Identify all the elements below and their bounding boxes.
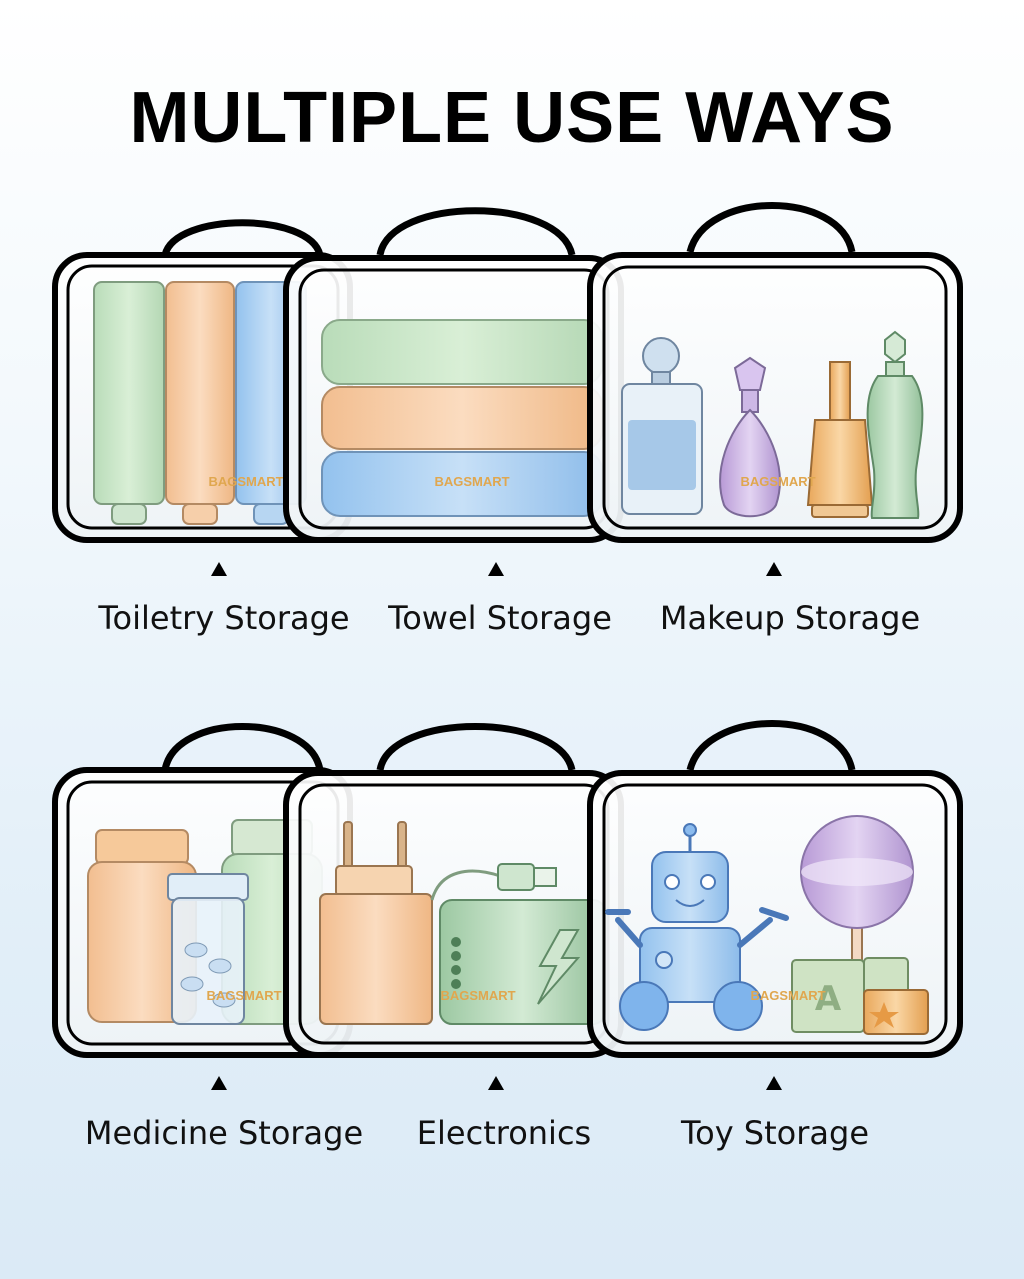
caption-toiletry: Toiletry Storage [98, 599, 350, 637]
brand-watermark: BAGSMART [750, 988, 825, 1003]
perfume-amber [806, 361, 874, 518]
arrow-up-icon [211, 562, 227, 576]
brand-watermark: BAGSMART [440, 988, 515, 1003]
perfume-square [621, 337, 703, 515]
usb-plug [497, 863, 557, 891]
towel-green [321, 319, 603, 385]
wall-charger [319, 821, 433, 1025]
arrow-up-icon [488, 1076, 504, 1090]
pill-bottle-orange [87, 829, 197, 1023]
lollipop-toy [800, 815, 914, 971]
caption-toy: Toy Storage [681, 1114, 869, 1152]
caption-electronics: Electronics [416, 1114, 592, 1152]
caption-medicine: Medicine Storage [84, 1114, 364, 1152]
brand-watermark: BAGSMART [208, 474, 283, 489]
power-bank [439, 899, 606, 1025]
bag-electronics: BAGSMART [283, 723, 624, 1058]
toy-blocks: A [791, 957, 929, 1035]
towel-peach [321, 386, 603, 450]
arrow-up-icon [488, 562, 504, 576]
usb-cable [430, 869, 501, 901]
tube-mint [93, 281, 165, 525]
caption-makeup: Makeup Storage [659, 599, 921, 637]
svg-text:A: A [815, 979, 842, 1019]
tube-peach [165, 281, 235, 525]
arrow-up-icon [211, 1076, 227, 1090]
pill-jar-clear [167, 873, 249, 1025]
brand-watermark: BAGSMART [434, 474, 509, 489]
bag-medicine: BAGSMART [52, 723, 353, 1058]
bag-toy: A BAGSMART [587, 720, 963, 1058]
page-title: MULTIPLE USE WAYS [129, 78, 895, 158]
brand-watermark: BAGSMART [740, 474, 815, 489]
perfume-green [866, 330, 924, 519]
bag-towel: BAGSMART [283, 207, 624, 543]
brand-watermark: BAGSMART [206, 988, 281, 1003]
bag-makeup: BAGSMART [587, 202, 963, 543]
arrow-up-icon [766, 562, 782, 576]
robot-toy [605, 823, 789, 1031]
caption-towel: Towel Storage [388, 599, 612, 637]
perfume-purple [719, 356, 781, 518]
arrow-up-icon [766, 1076, 782, 1090]
